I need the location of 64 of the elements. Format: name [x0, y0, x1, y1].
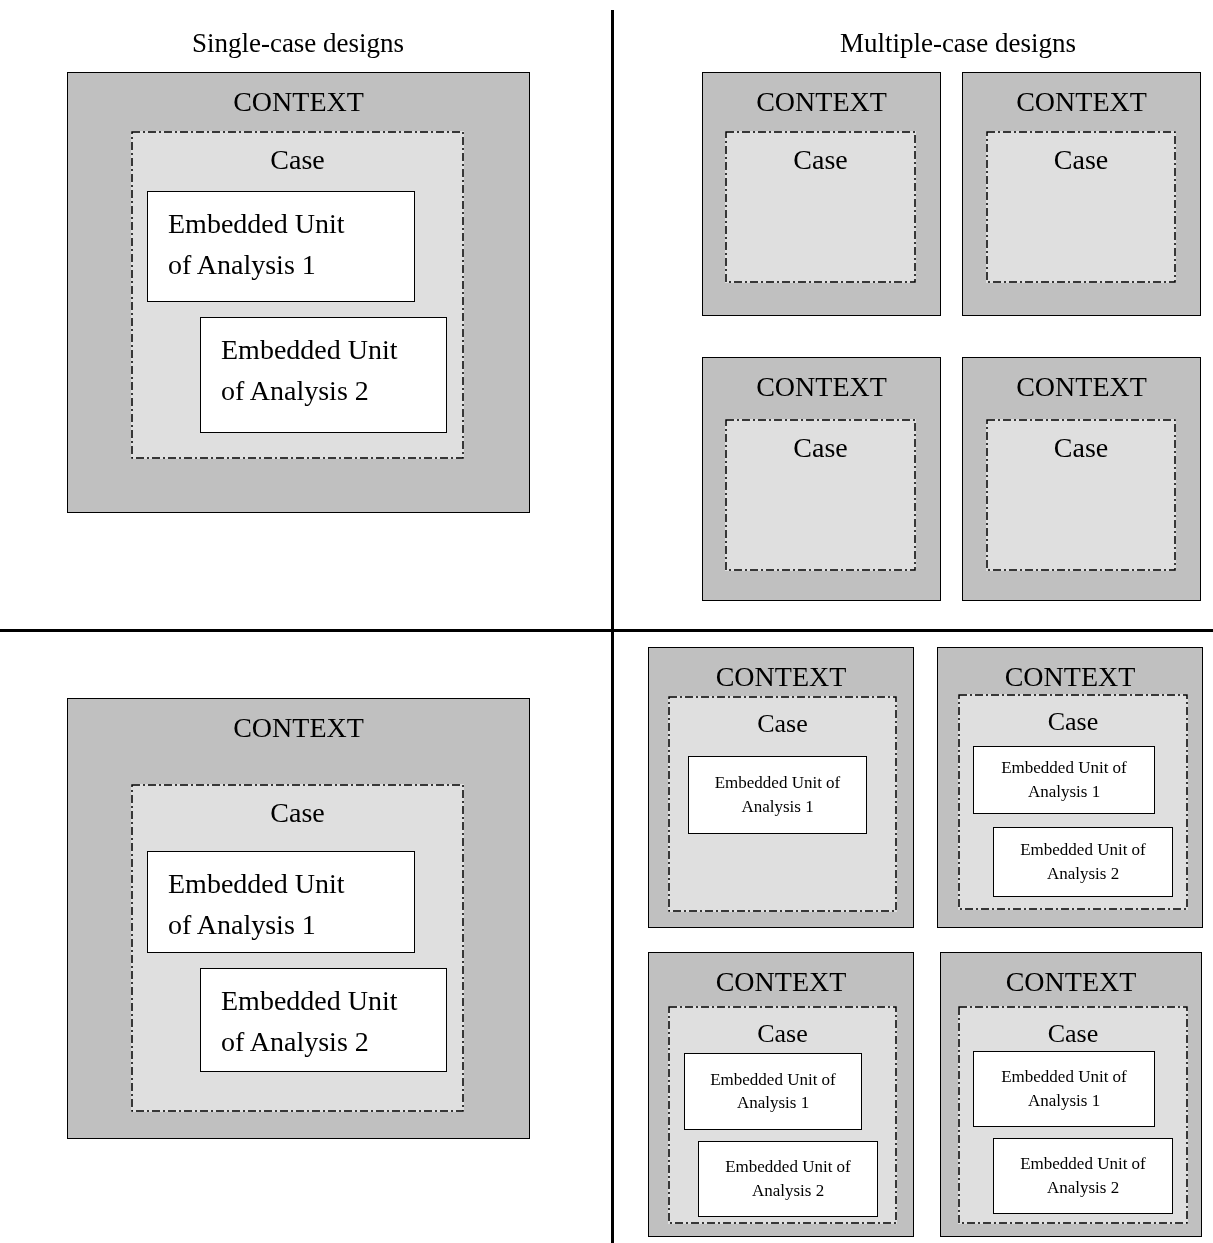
case-box	[668, 696, 897, 912]
unit-label: Embedded Unit of Analysis 2	[221, 984, 398, 1059]
context-label: CONTEXT	[1004, 967, 1138, 998]
unit-label: Embedded Unit of Analysis 2	[724, 1156, 852, 1202]
context-box	[940, 952, 1202, 1237]
case-label: Case	[1046, 708, 1100, 737]
unit-box	[688, 756, 867, 834]
context-box	[937, 647, 1203, 928]
case-box	[131, 131, 464, 459]
unit-label: Embedded Unit of Analysis 1	[709, 1068, 837, 1115]
unit-label: Embedded Unit of Analysis 1	[1000, 1066, 1128, 1112]
unit-box	[684, 1053, 862, 1130]
case-box	[986, 131, 1176, 283]
case-label: Case	[1052, 145, 1110, 176]
case-label: Case	[269, 798, 326, 829]
context-label: CONTEXT	[232, 713, 365, 744]
unit-box	[147, 191, 415, 302]
case-box	[725, 131, 916, 283]
context-box	[962, 357, 1201, 601]
unit-box	[147, 851, 415, 953]
context-label: CONTEXT	[755, 87, 888, 118]
unit-label: Embedded Unit of Analysis 1	[168, 867, 346, 942]
unit-box	[973, 1051, 1155, 1127]
case-label: Case	[756, 710, 809, 739]
unit-box	[993, 827, 1173, 897]
context-label: CONTEXT	[714, 662, 848, 693]
context-box	[962, 72, 1201, 316]
case-label: Case	[792, 433, 849, 464]
case-label: Case	[1046, 1020, 1100, 1049]
unit-box	[973, 746, 1155, 814]
context-label: CONTEXT	[755, 372, 888, 403]
unit-label: Embedded Unit of Analysis 1	[168, 207, 346, 282]
context-box	[702, 72, 941, 316]
context-label: CONTEXT	[714, 967, 848, 998]
case-box	[131, 784, 464, 1112]
context-box	[648, 952, 914, 1237]
unit-box	[993, 1138, 1173, 1214]
context-label: CONTEXT	[1015, 87, 1148, 118]
context-box	[67, 72, 530, 513]
case-box	[958, 694, 1188, 910]
context-label: CONTEXT	[1015, 372, 1148, 403]
context-box	[648, 647, 914, 928]
unit-label: Embedded Unit of Analysis 1	[1000, 757, 1128, 803]
unit-box	[698, 1141, 878, 1217]
case-box	[725, 419, 916, 571]
case-label: Case	[792, 145, 849, 176]
unit-box	[200, 317, 447, 433]
case-label: Case	[756, 1020, 809, 1049]
case-box	[668, 1006, 897, 1224]
unit-label: Embedded Unit of Analysis 2	[1019, 839, 1147, 885]
unit-box	[200, 968, 447, 1072]
context-label: CONTEXT	[232, 87, 365, 118]
context-box	[67, 698, 530, 1139]
unit-label: Embedded Unit of Analysis 2	[221, 333, 398, 408]
context-label: CONTEXT	[1003, 662, 1137, 693]
unit-label: Embedded Unit of Analysis 1	[713, 772, 842, 818]
case-label: Case	[1052, 433, 1110, 464]
column-heading: Single-case designs	[191, 28, 405, 59]
case-box	[958, 1006, 1188, 1224]
case-box	[986, 419, 1176, 571]
unit-label: Embedded Unit of Analysis 2	[1019, 1153, 1147, 1199]
context-box	[702, 357, 941, 601]
case-label: Case	[269, 145, 326, 176]
column-heading: Multiple-case designs	[839, 28, 1077, 59]
